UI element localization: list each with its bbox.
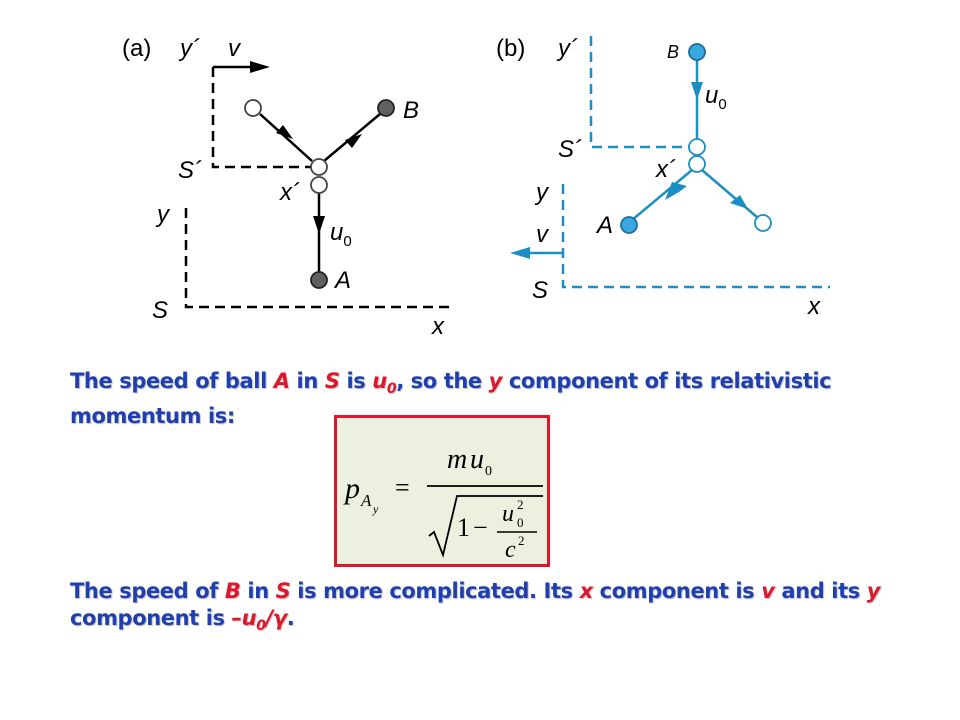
eq-one: 1 (457, 513, 470, 542)
v-term: v (761, 579, 775, 603)
panel-b-ball-a (620, 216, 638, 234)
panel-a-x-label: x (431, 313, 445, 340)
panel-b-s-prime-label: S´ (558, 136, 582, 163)
panel-a-incoming-arrowhead (276, 125, 293, 139)
panel-a: (a) y´ v S´ x´ y S x B A u0 (122, 35, 455, 340)
eq-inner-c-sup: 2 (518, 533, 525, 548)
eq-numerator-u: u (470, 444, 484, 475)
panel-b-x-label: x (807, 293, 821, 320)
momentum-equation-box: p A y = m u 0 1 − u 2 0 c 2 (334, 415, 550, 567)
panel-a-v-label: v (228, 35, 242, 62)
ball-a-term: A (273, 369, 290, 393)
panel-a-s-prime-label: S´ (178, 157, 202, 184)
panel-a-u0-label: u0 (330, 219, 352, 250)
panel-b-tag: (b) (496, 35, 525, 62)
eq-inner-sup: 2 (517, 497, 524, 512)
eq-numerator-m: m (447, 444, 467, 475)
panel-b: (b) y´ S´ x´ y v S x B A u0 (496, 35, 830, 320)
panel-b-u0-label: u0 (705, 82, 727, 113)
panel-a-incoming-path (259, 113, 313, 162)
panel-b-ball-b-label: B (667, 42, 679, 62)
eq-p-sub-y: y (372, 502, 379, 516)
panel-b-v-label: v (536, 221, 550, 248)
panel-b-ball-a-label: A (595, 212, 613, 239)
u0-term: u0 (372, 369, 397, 398)
panel-a-tag: (a) (122, 35, 151, 62)
x-term: x (579, 579, 594, 603)
panel-a-y-label: y (155, 201, 171, 228)
u0-over-gamma-term: –u0/γ (231, 606, 288, 635)
panel-a-v-arrow (213, 61, 270, 73)
panel-b-path-to-a (631, 169, 693, 221)
panel-b-ball-b (688, 43, 706, 61)
panel-b-incoming-arrowhead (730, 195, 748, 209)
panel-b-v-arrow (510, 247, 563, 259)
panel-a-collision-ball-upper (310, 158, 328, 176)
eq-inner-u: u (502, 501, 514, 527)
panel-a-s-axes (184, 208, 455, 309)
panel-a-s-prime-axes (211, 67, 318, 169)
panel-a-ball-a-label: A (333, 267, 351, 294)
eq-inner-c: c (505, 537, 516, 563)
eq-numerator-sub: 0 (485, 464, 492, 479)
panel-b-collision-ball-lower (688, 155, 706, 173)
panel-b-y-label: y (534, 179, 550, 206)
eq-equals: = (395, 473, 410, 502)
panel-a-path-to-b (323, 113, 381, 162)
eq-p: p (343, 472, 360, 505)
panel-a-a-arrowhead (313, 216, 325, 234)
panel-a-x-prime-label: x´ (279, 179, 300, 206)
eq-p-sub-a: A (360, 491, 372, 510)
panel-b-collision-ball-upper (688, 138, 706, 156)
panel-b-y-prime-label: y´ (556, 35, 578, 62)
momentum-equation: p A y = m u 0 1 − u 2 0 c 2 (343, 444, 543, 563)
panel-b-initial-ball (754, 214, 772, 232)
panel-a-y-prime-label: y´ (178, 35, 200, 62)
panel-b-a-arrowhead (665, 182, 687, 200)
panel-a-collision-ball-lower (310, 176, 328, 194)
panel-a-ball-a (310, 271, 328, 289)
panel-b-x-prime-label: x´ (655, 156, 676, 183)
relativity-collision-figure: (a) y´ v S´ x´ y S x B A u0 (122, 35, 830, 340)
panel-a-initial-ball (244, 99, 262, 117)
panel-b-s-prime-axes (589, 36, 690, 149)
panel-a-ball-b-label: B (403, 97, 419, 124)
ball-b-term: B (224, 579, 241, 603)
y-term-2: y (866, 579, 881, 603)
explanation-paragraph-2: The speed of B in S is more complicated.… (70, 579, 881, 635)
eq-inner-sub: 0 (517, 515, 524, 530)
panel-a-s-label: S (152, 297, 168, 324)
panel-b-b-arrowhead (691, 82, 703, 100)
panel-b-s-axes (561, 184, 830, 289)
explanation-paragraph-1: The speed of ball A in S is u0, so the y… (70, 369, 832, 429)
y-term: y (488, 369, 503, 393)
frame-s-term: S (324, 369, 340, 393)
panel-a-b-arrowhead (345, 134, 362, 148)
frame-s-term-2: S (275, 579, 291, 603)
panel-b-s-label: S (532, 277, 548, 304)
panel-b-incoming-path (701, 169, 759, 219)
panel-a-ball-b (377, 99, 395, 117)
eq-minus: − (473, 513, 488, 542)
eq-radical (428, 495, 543, 559)
